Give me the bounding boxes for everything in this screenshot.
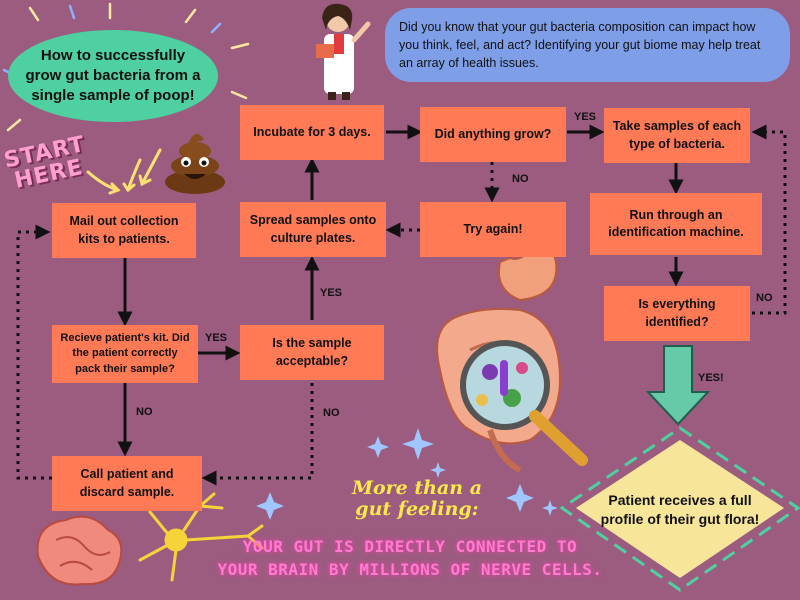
step-anything-grow: Did anything grow? [420, 107, 566, 162]
result-diamond [559, 426, 800, 592]
label-no-identified: NO [756, 292, 773, 304]
label-yes-grow: YES [574, 111, 597, 123]
label-no-receive: NO [136, 406, 153, 418]
label-yes-acceptable: YES [320, 287, 343, 299]
dotted-arrows [16, 124, 787, 486]
step-receive-kit: Recieve patient's kit. Did the patient c… [52, 325, 198, 383]
label-no-acceptable: NO [323, 407, 340, 419]
result-arrow [645, 345, 711, 426]
step-everything-identified: Is everything identified? [604, 286, 750, 341]
label-no-grow: NO [512, 173, 529, 185]
scientist-icon [316, 3, 371, 100]
magnifier-bacteria-icon [460, 340, 588, 466]
title-burst [6, 2, 250, 132]
label-yes-identified: YES! [698, 372, 724, 384]
speech-text: Did you know that your gut bacteria comp… [399, 19, 761, 71]
step-take-samples: Take samples of each type of bacteria. [604, 108, 750, 163]
neuron-icon [138, 492, 264, 582]
step-try-again: Try again! [420, 202, 566, 257]
headline-line-1: More than a [351, 477, 483, 499]
start-arrows [86, 148, 162, 195]
tagline-line-1: YOUR GUT IS DIRECTLY CONNECTED TO [242, 537, 578, 556]
step-sample-acceptable: Is the sample acceptable? [240, 325, 384, 380]
flow-arrows [117, 124, 684, 457]
brain-icon [36, 515, 123, 586]
speech-bubble: Did you know that your gut bacteria comp… [385, 8, 790, 82]
step-spread-samples: Spread samples onto culture plates. [240, 202, 386, 257]
tagline: YOUR GUT IS DIRECTLY CONNECTED TO YOUR B… [210, 535, 610, 581]
step-mail-kits: Mail out collection kits to patients. [52, 203, 196, 258]
step-identification-machine: Run through an identification machine. [590, 193, 762, 255]
title-bubble: How to successfully grow gut bacteria fr… [8, 30, 218, 122]
tagline-line-2: YOUR BRAIN BY MILLIONS OF NERVE CELLS. [217, 560, 603, 580]
headline-line-2: gut feeling: [355, 497, 479, 520]
sparkle-icon [256, 428, 558, 520]
step-call-patient: Call patient and discard sample. [52, 456, 202, 511]
label-yes-receive: YES [205, 332, 228, 344]
poop-icon [165, 133, 225, 194]
result-text: Patient receives a full profile of their… [600, 492, 760, 527]
step-incubate: Incubate for 3 days. [240, 105, 384, 160]
headline: More than a gut feeling: [322, 478, 512, 520]
